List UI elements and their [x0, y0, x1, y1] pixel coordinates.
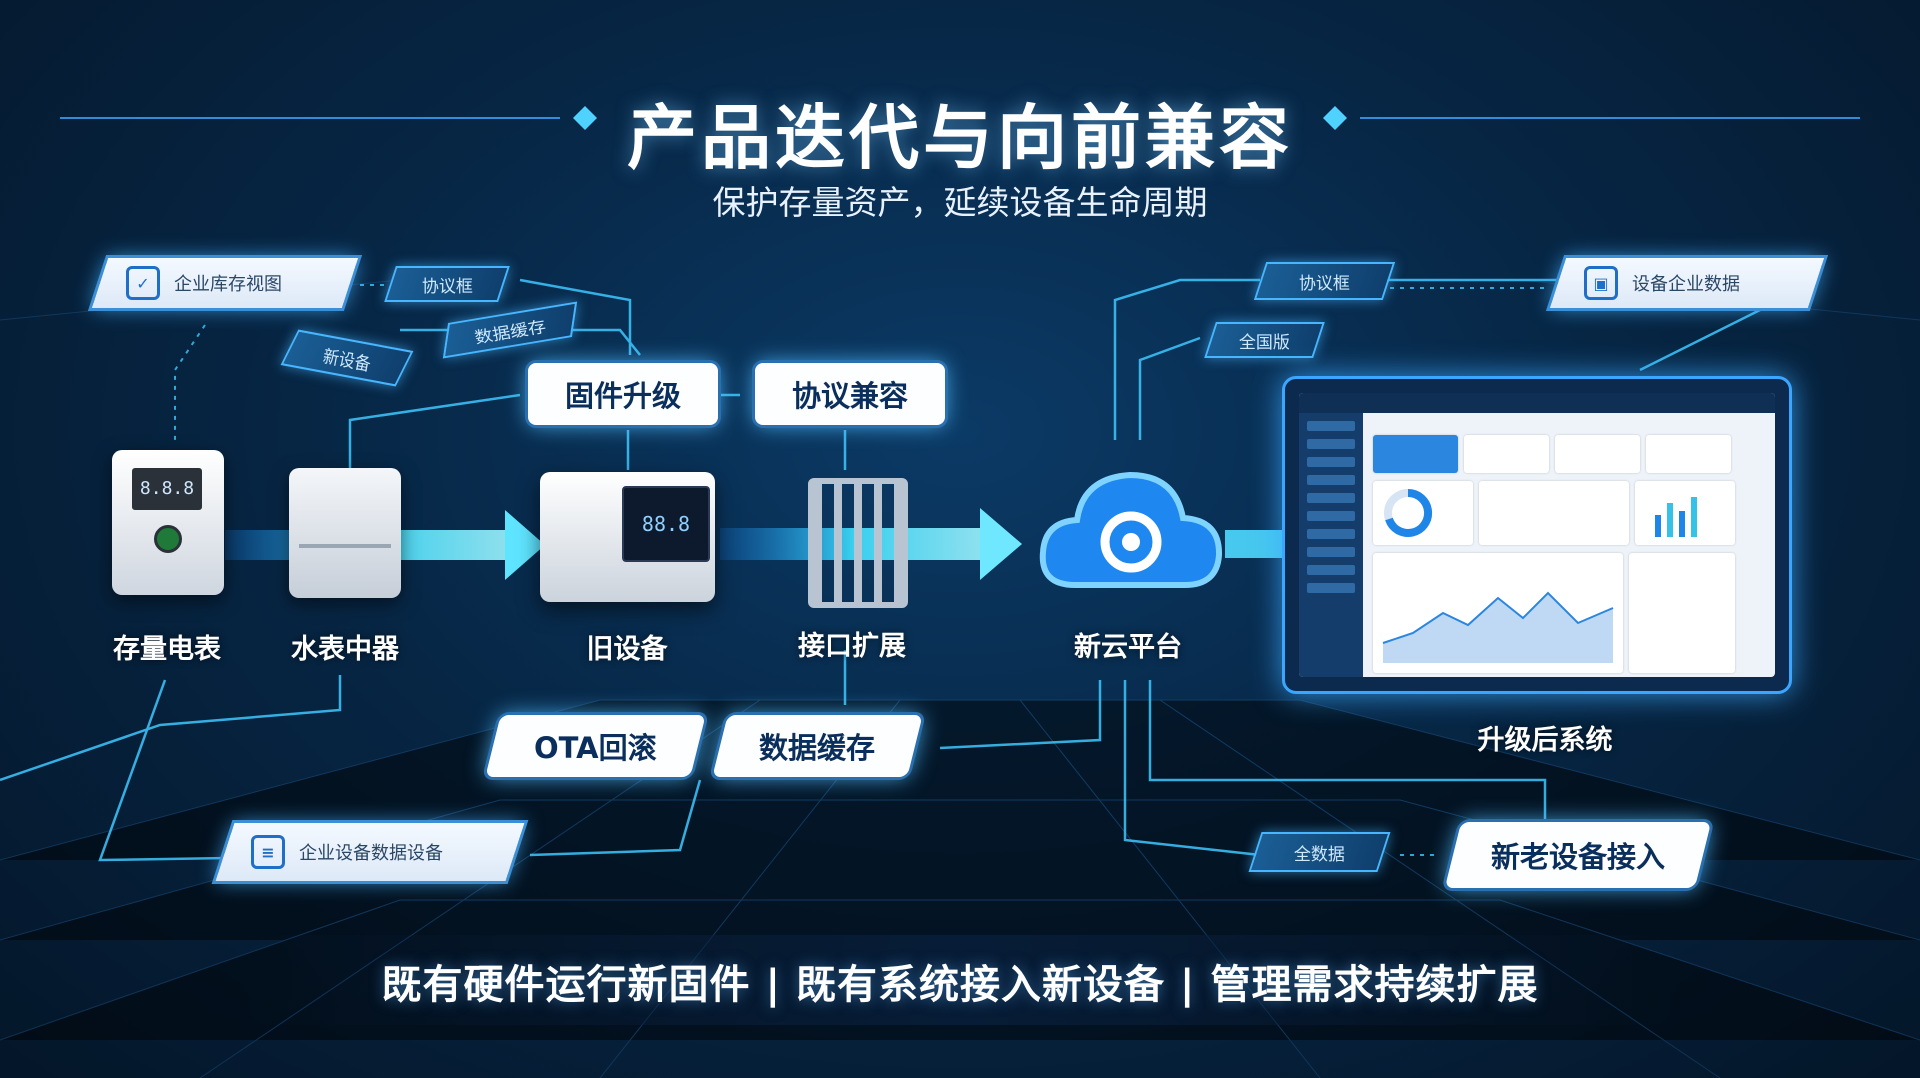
interface-label: 接口扩展 [798, 631, 906, 662]
water-label: 水表中器 [291, 634, 399, 665]
tag-national: 全国版 [1204, 322, 1325, 358]
shield-icon: ≡ [251, 835, 285, 869]
title-diamond-left [573, 106, 597, 130]
step-data-cache: 数据缓存 [712, 715, 923, 777]
meter-device: 8.8.8 [112, 450, 224, 595]
dashboard-header [1299, 393, 1775, 413]
step-protocol-compat: 协议兼容 [755, 363, 945, 425]
water-device [289, 468, 401, 598]
card-bottom-left: ≡ 企业设备数据设备 [215, 823, 525, 881]
tag-protocol-left: 协议框 [384, 266, 510, 302]
card-top-left: ✓ 企业库存视图 [91, 258, 359, 308]
meter-screen: 8.8.8 [132, 468, 202, 510]
meter-label: 存量电表 [113, 634, 221, 665]
upgraded-system-dashboard [1282, 376, 1792, 694]
card-top-left-label: 企业库存视图 [174, 274, 282, 295]
shield-icon: ✓ [126, 266, 160, 300]
system-label: 升级后系统 [1477, 725, 1613, 756]
cloud-label: 新云平台 [1074, 632, 1182, 663]
chart-icon: ▣ [1584, 266, 1618, 300]
chart-icon [1655, 497, 1697, 537]
meter-button [154, 525, 182, 553]
card-top-right: ▣ 设备企业数据 [1549, 258, 1825, 308]
bottom-slogan: 既有硬件运行新固件 | 既有系统接入新设备 | 管理需求持续扩展 [381, 962, 1539, 1008]
card-top-right-label: 设备企业数据 [1632, 274, 1740, 295]
dashboard-sidebar [1299, 413, 1363, 677]
interface-module [808, 478, 908, 608]
title-diamond-right [1323, 106, 1347, 130]
donut-chart-icon [1384, 488, 1433, 537]
cloud-icon [1039, 471, 1223, 588]
page-subtitle: 保护存量资产，延续设备生命周期 [712, 183, 1208, 222]
step-firmware-upgrade: 固件升级 [528, 363, 718, 425]
page-title: 产品迭代与向前兼容 [627, 97, 1293, 179]
old-device: 88.8 [540, 472, 715, 602]
slogan-band [240, 935, 1680, 1025]
area-chart [1382, 591, 1614, 663]
step-ota-rollback: OTA回滚 [485, 715, 706, 777]
tag-all-data: 全数据 [1248, 832, 1391, 872]
tag-protocol-right: 协议框 [1253, 262, 1396, 300]
old-device-label: 旧设备 [586, 634, 668, 665]
step-new-old-access: 新老设备接入 [1444, 822, 1712, 888]
card-bottom-left-label: 企业设备数据设备 [299, 843, 443, 864]
old-device-screen: 88.8 [622, 486, 710, 562]
